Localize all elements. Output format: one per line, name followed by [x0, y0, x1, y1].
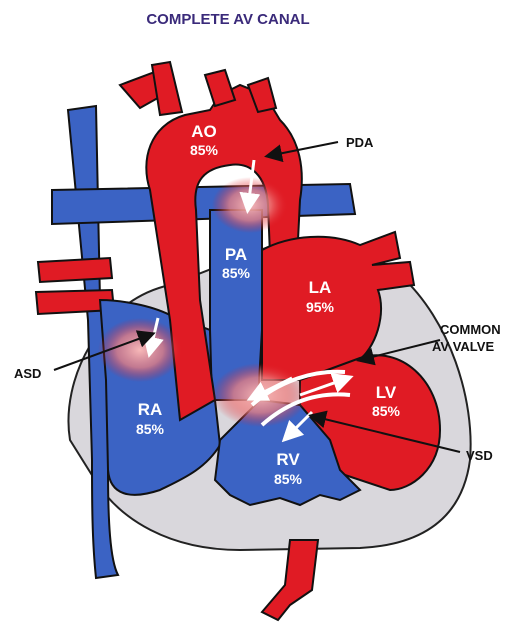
pulmonary-vein-right-upper: [38, 258, 112, 282]
rv-saturation: 85%: [274, 471, 303, 487]
common-av-valve-callout-line1: COMMON: [440, 322, 501, 337]
ra-saturation: 85%: [136, 421, 165, 437]
pulmonary-artery-branches: [52, 184, 355, 224]
aortic-branch-2: [152, 62, 182, 115]
rv-label: RV: [276, 450, 300, 469]
ao-saturation: 85%: [190, 142, 219, 158]
vsd-callout: VSD: [466, 448, 493, 463]
lv-saturation: 85%: [372, 403, 401, 419]
pa-label: PA: [225, 245, 247, 264]
la-saturation: 95%: [306, 299, 335, 315]
asd-callout: ASD: [14, 366, 41, 381]
ao-label: AO: [191, 122, 217, 141]
la-label: LA: [309, 278, 332, 297]
pa-saturation: 85%: [222, 265, 251, 281]
pda-callout: PDA: [346, 135, 374, 150]
descending-aorta: [262, 540, 318, 620]
lv-label: LV: [376, 383, 397, 402]
aortic-branch-3: [205, 70, 235, 106]
common-av-valve-callout-line2: AV VALVE: [432, 339, 494, 354]
ra-label: RA: [138, 400, 163, 419]
diagram-title: COMPLETE AV CANAL: [146, 11, 309, 28]
